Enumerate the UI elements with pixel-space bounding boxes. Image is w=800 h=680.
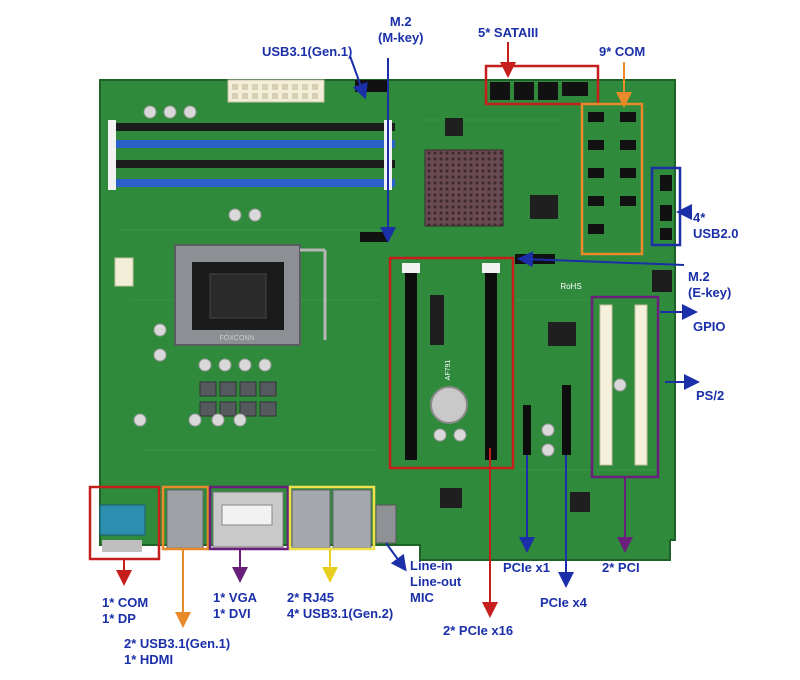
sata-ports (490, 82, 588, 100)
cpu-power-connector (114, 257, 134, 287)
label-pcie-x16: 2* PCIe x16 (443, 623, 514, 638)
vrm-chokes (199, 381, 277, 417)
arrow-down-icon (385, 542, 407, 572)
label-com9: 9* COM (599, 44, 646, 59)
rj45-box (288, 485, 376, 551)
arrow-left-icon (517, 251, 685, 268)
com-box (580, 102, 644, 256)
pci-slots (599, 304, 648, 466)
pcie-x1-slot (523, 405, 531, 455)
label-gpio: GPIO (693, 319, 726, 334)
m2-mkey-standoff (360, 232, 388, 242)
pcie-x16-box (388, 256, 515, 470)
chips (430, 118, 590, 512)
capacitors (133, 105, 627, 457)
label-usb31-gen1-top: USB3.1(Gen.1) (262, 44, 353, 59)
socket-brand: FOXCONN (220, 335, 255, 342)
label-pci: 2* PCI (602, 560, 640, 575)
pcie-x16-slots (402, 263, 500, 460)
highlight-boxes (88, 64, 682, 561)
label-usb20: 4*USB2.0 (693, 210, 739, 241)
vga-box (208, 485, 290, 551)
com-dp-box (88, 485, 161, 561)
chip-label: AF791 (445, 360, 452, 381)
label-pcie-x1: PCIe x1 (503, 560, 550, 575)
com-headers (588, 112, 636, 234)
label-sata: 5* SATAIII (478, 25, 539, 40)
cpu-socket (174, 244, 327, 346)
atx-power-connector (227, 79, 325, 103)
label-usb-hdmi: 2* USB3.1(Gen.1)1* HDMI (124, 636, 231, 667)
cmos-battery (430, 386, 468, 424)
label-pcie-x4: PCIe x4 (540, 595, 587, 610)
pci-box (590, 295, 660, 479)
rohs-mark: RoHS (560, 282, 581, 291)
sata-box (484, 64, 600, 106)
hdmi-box (161, 485, 210, 551)
callout-arrows (116, 42, 700, 628)
rear-io (99, 489, 397, 552)
label-m2-ekey: M.2(E-key) (688, 269, 732, 300)
label-m2-mkey: M.2(M-key) (378, 14, 424, 45)
chipset-heatsink (424, 149, 504, 227)
usb20-headers (660, 175, 672, 240)
pcie-x4-slot (562, 385, 571, 455)
arrow-right-icon (349, 55, 368, 100)
debug-display (652, 270, 672, 292)
label-ps2: PS/2 (696, 388, 725, 403)
